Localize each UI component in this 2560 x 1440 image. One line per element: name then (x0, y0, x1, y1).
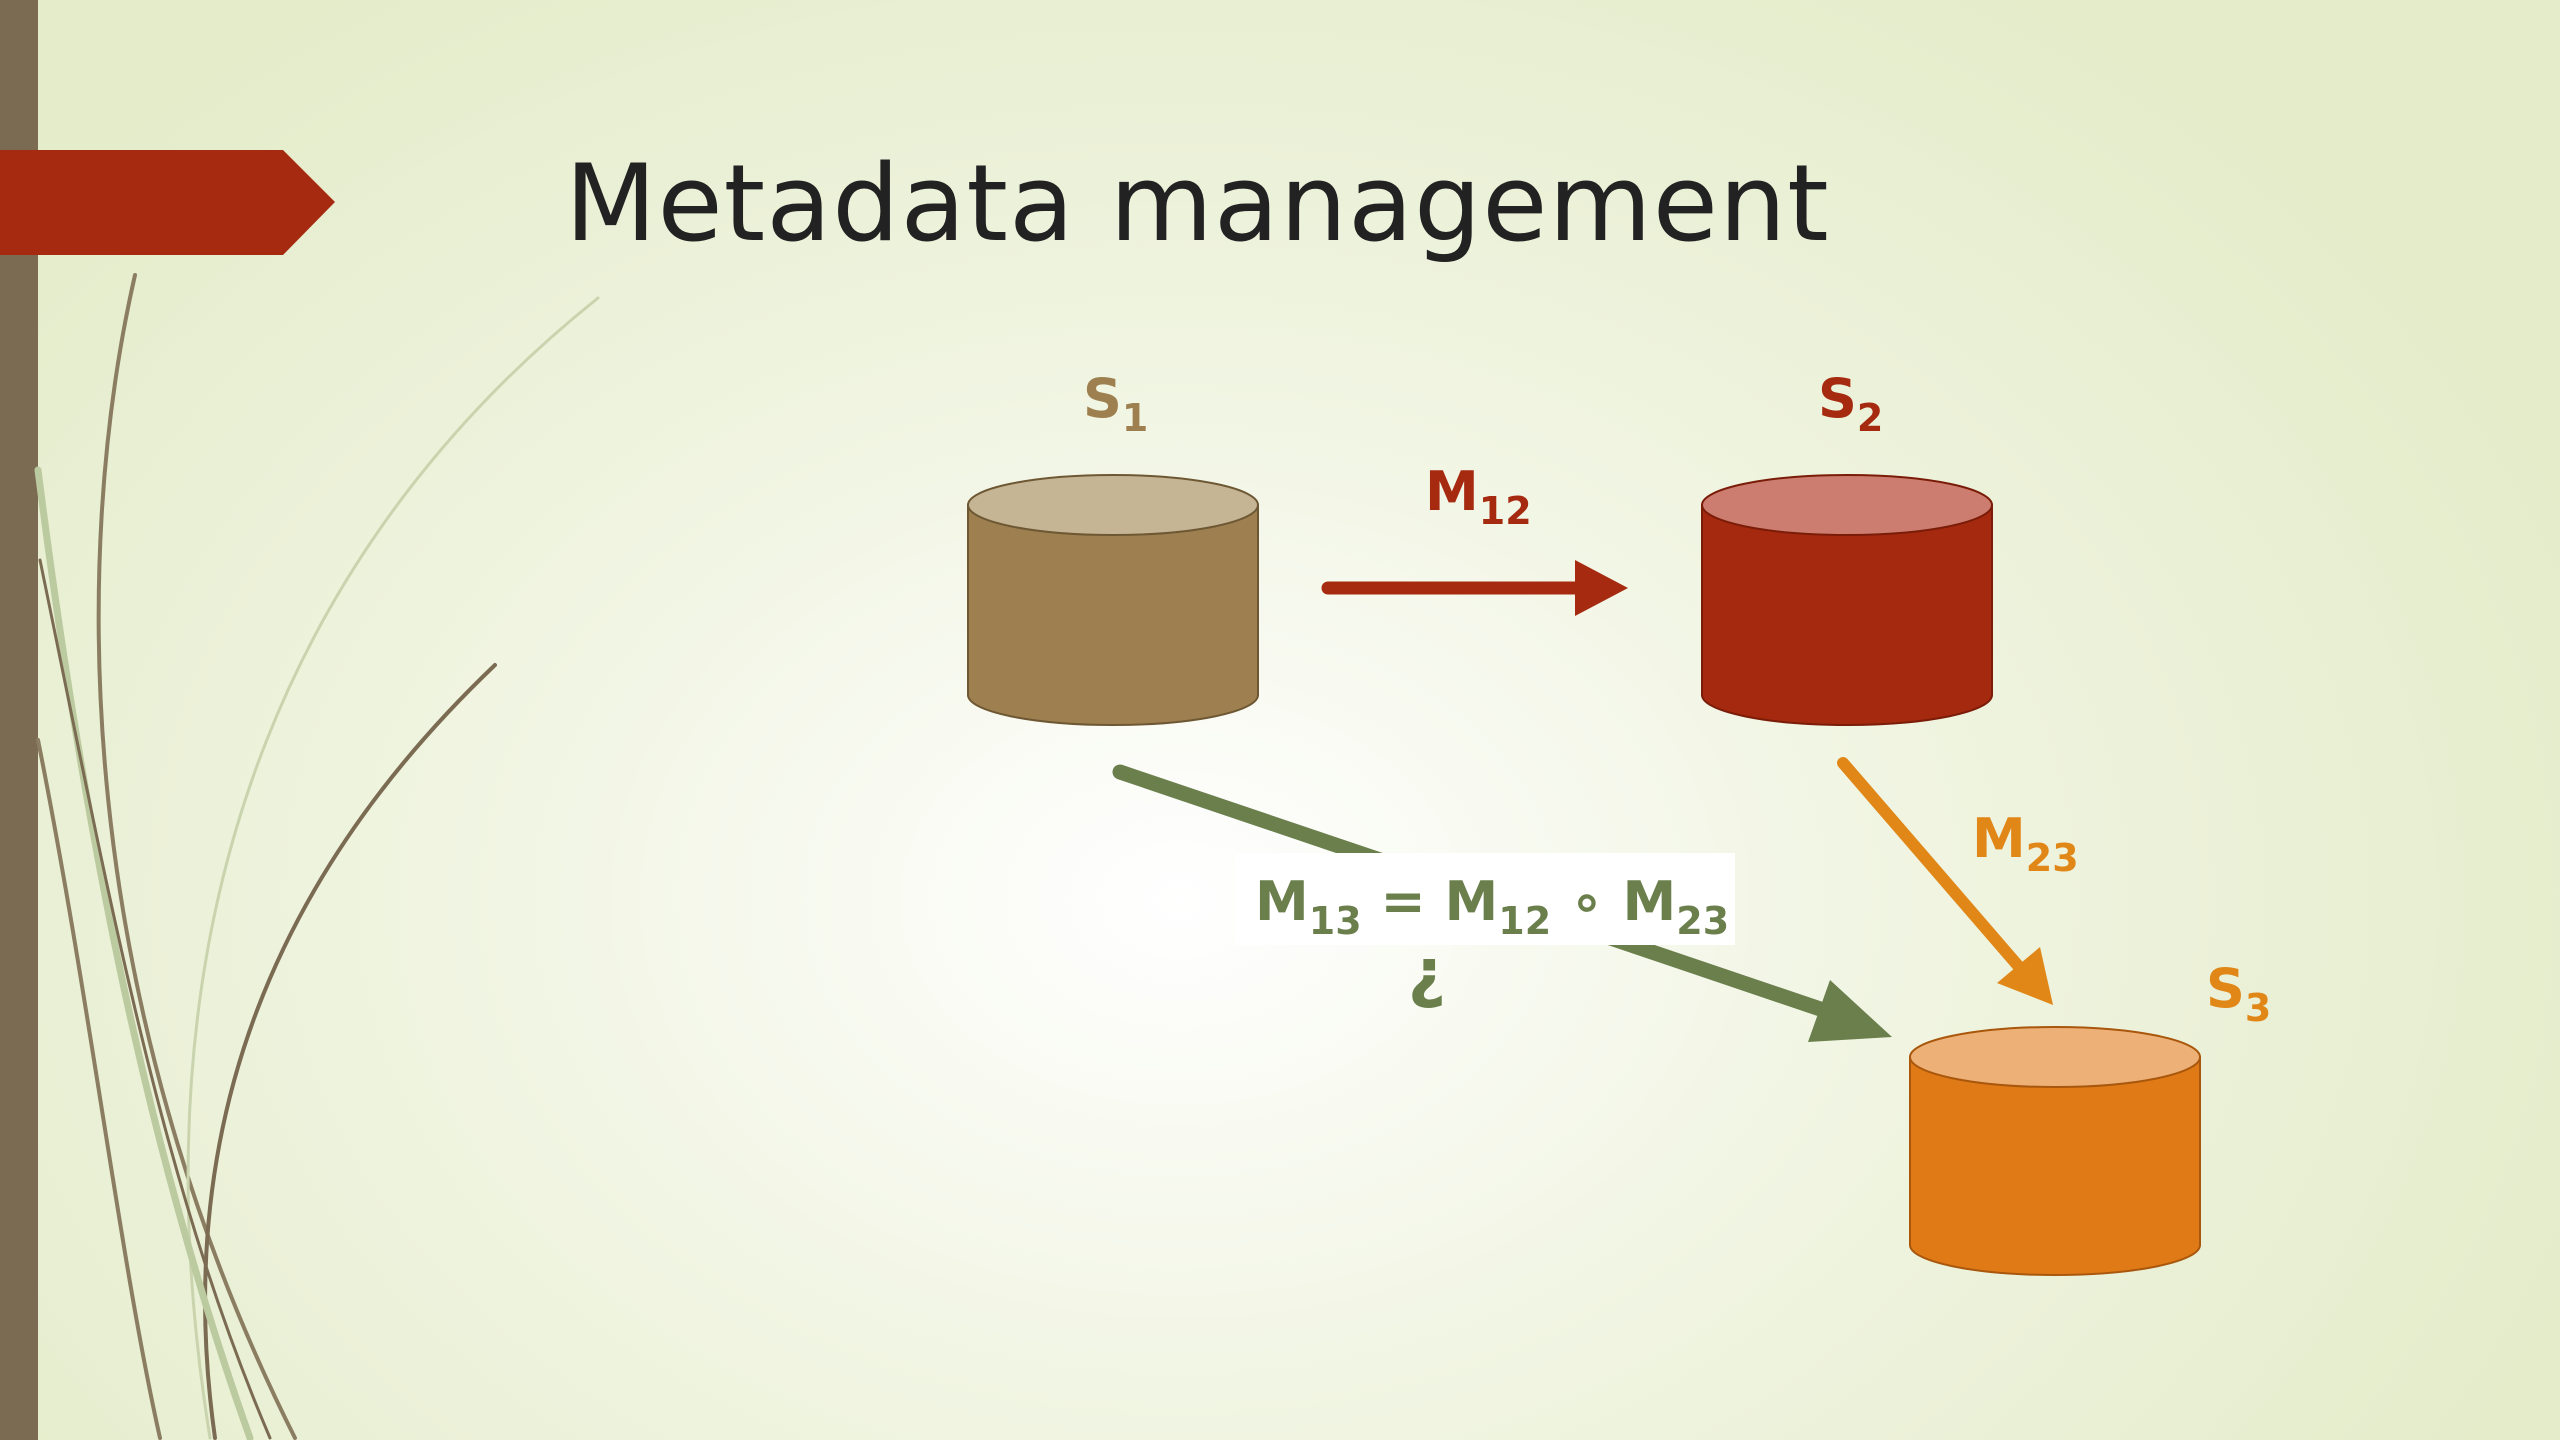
composition-formula: M13 = M12 ∘ M23 (1255, 875, 1729, 941)
edge-label-m23-subscript: 23 (2025, 836, 2079, 880)
node-label-s2-letter: S (1818, 367, 1857, 430)
node-label-s2: S2 (1818, 372, 1883, 438)
title-flag (0, 150, 335, 255)
node-label-s3: S3 (2206, 962, 2271, 1028)
formula-background (1235, 853, 1735, 945)
edge-label-m12: M12 (1425, 465, 1532, 531)
formula-term1-subscript: 12 (1498, 899, 1552, 943)
edge-label-m12-subscript: 12 (1478, 489, 1532, 533)
database-cylinder-s2 (1701, 474, 1993, 726)
formula-equals: = (1361, 870, 1445, 933)
grass-stroke (34, 466, 254, 1440)
edge-label-m12-letter: M (1425, 460, 1479, 523)
grass-stroke (38, 558, 272, 1440)
grass-stroke (203, 663, 497, 1440)
grass-stroke (36, 738, 162, 1440)
node-label-s1-subscript: 1 (1121, 396, 1149, 440)
database-cylinder-s1 (967, 474, 1259, 726)
node-label-s1-letter: S (1083, 367, 1122, 430)
decorative-grass (34, 273, 600, 1440)
node-label-s3-letter: S (2206, 957, 2245, 1020)
formula-lhs: M (1255, 870, 1309, 933)
grass-stroke (186, 296, 600, 1440)
grass-stroke (96, 273, 297, 1440)
node-label-s2-subscript: 2 (1856, 396, 1884, 440)
edge-label-m23: M23 (1972, 812, 2079, 878)
node-label-s3-subscript: 3 (2244, 986, 2272, 1030)
node-label-s1: S1 (1083, 372, 1148, 438)
formula-term2-subscript: 23 (1676, 899, 1730, 943)
arrow-m23 (1837, 757, 2053, 1005)
arrow-m12 (1321, 560, 1628, 616)
formula-term1: M (1444, 870, 1499, 933)
formula-term2: M (1622, 870, 1677, 933)
inverted-question-mark: ? (1408, 943, 1447, 1020)
formula-lhs-subscript: 13 (1308, 899, 1362, 943)
formula-compose-operator: ∘ (1551, 870, 1623, 933)
edge-label-m23-letter: M (1972, 807, 2026, 870)
slide-title: Metadata management (565, 142, 1830, 265)
database-cylinder-s3 (1909, 1026, 2201, 1276)
